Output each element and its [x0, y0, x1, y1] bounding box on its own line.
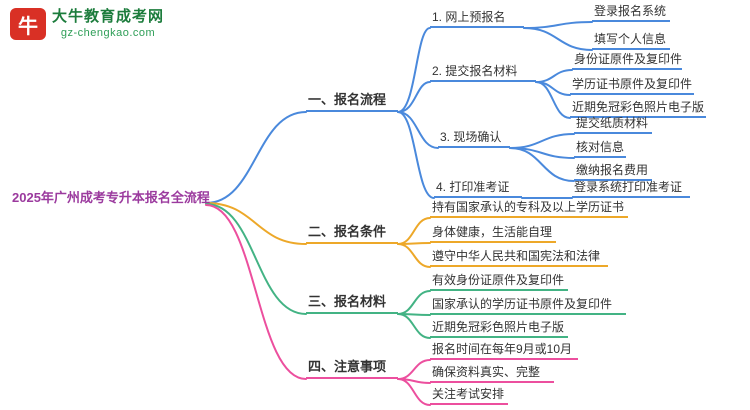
bull-icon-glyph: 牛: [18, 15, 38, 38]
leaf-recent-photo: 近期免冠彩色照片电子版: [430, 320, 568, 338]
bull-icon: 牛: [10, 8, 46, 40]
site-name: 大牛教育成考网: [52, 8, 165, 25]
site-logo: 牛 大牛教育成考网 gz-chengkao.com: [10, 8, 164, 40]
subtopic-onsite-confirmation: 3. 现场确认: [438, 130, 510, 148]
leaf-print-admission: 登录系统打印准考证: [572, 180, 690, 198]
leaf-verify-info: 核对信息: [574, 140, 626, 158]
leaf-submit-paper: 提交纸质材料: [574, 116, 652, 134]
leaf-follow-schedule: 关注考试安排: [430, 387, 508, 405]
leaf-law-requirement: 遵守中华人民共和国宪法和法律: [430, 249, 608, 267]
leaf-pay-fee: 缴纳报名费用: [574, 163, 652, 181]
subtopic-submit-materials: 2. 提交报名材料: [430, 64, 536, 82]
root-topic: 2025年广州成考专升本报名全流程: [12, 190, 210, 205]
leaf-health-requirement: 身体健康，生活能自理: [430, 225, 556, 243]
leaf-photo-digital: 近期免冠彩色照片电子版: [570, 100, 706, 118]
site-logo-text: 大牛教育成考网 gz-chengkao.com: [52, 8, 164, 40]
leaf-id-copy: 身份证原件及复印件: [572, 52, 682, 70]
leaf-recognized-diploma: 国家承认的学历证书原件及复印件: [430, 297, 626, 315]
leaf-fill-info: 填写个人信息: [592, 32, 670, 50]
branch-label-notes: 四、注意事项: [306, 359, 398, 379]
branch-label-conditions: 二、报名条件: [306, 224, 398, 244]
leaf-valid-id: 有效身份证原件及复印件: [430, 273, 568, 291]
subtopic-online-preregistration: 1. 网上预报名: [430, 10, 524, 28]
branch-label-materials: 三、报名材料: [306, 294, 398, 314]
branch-label-process: 一、报名流程: [306, 92, 398, 112]
leaf-login-system: 登录报名系统: [592, 4, 670, 22]
subtopic-print-ticket: 4. 打印准考证: [434, 180, 522, 198]
leaf-diploma-copy: 学历证书原件及复印件: [570, 77, 694, 95]
leaf-registration-time: 报名时间在每年9月或10月: [430, 342, 578, 360]
site-url: gz-chengkao.com: [60, 27, 156, 39]
leaf-degree-requirement: 持有国家承认的专科及以上学历证书: [430, 200, 628, 218]
leaf-accurate-info: 确保资料真实、完整: [430, 365, 554, 383]
